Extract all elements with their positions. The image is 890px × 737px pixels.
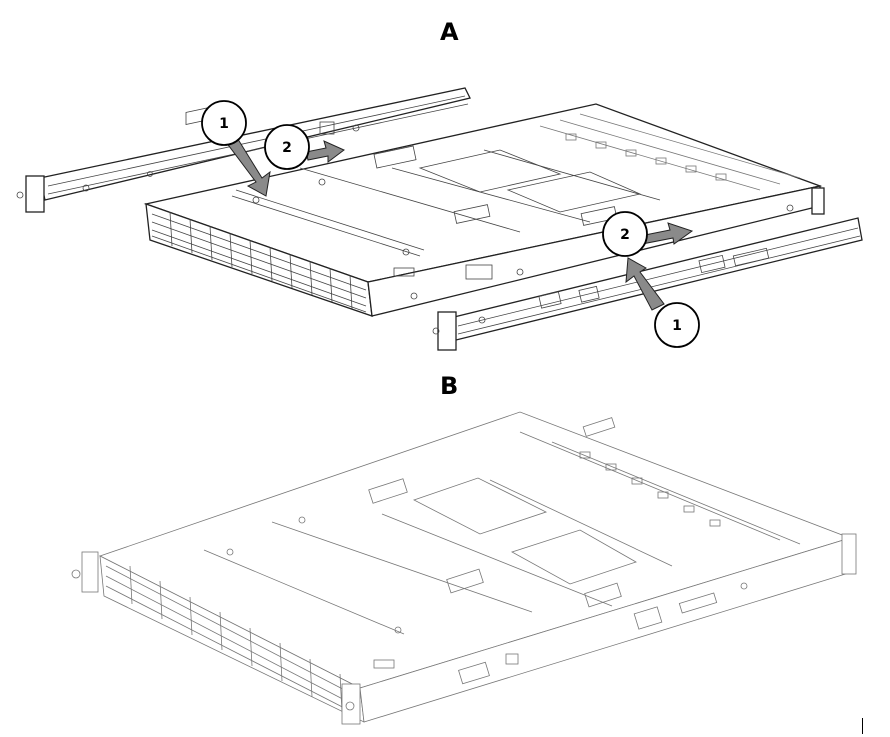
slide-arrow-icon [639, 222, 694, 245]
callout-arrow-left-1 [225, 135, 271, 197]
b-vent-holes [579, 451, 721, 527]
port-grid [151, 211, 367, 313]
switch-chassis [143, 103, 823, 317]
panel-b-illustration [71, 411, 857, 725]
b-port-grid [105, 565, 361, 717]
left-rack-rail [16, 87, 471, 213]
callout-circle-right-1: 1 [654, 302, 700, 348]
svg-text:1: 1 [219, 116, 229, 132]
callout-circle-left-1: 1 [201, 100, 247, 146]
panel-a-label: A [440, 18, 459, 46]
svg-text:1: 1 [672, 318, 682, 334]
svg-text:2: 2 [282, 140, 292, 156]
callout-circle-right-2: 2 [602, 211, 648, 257]
callout-circle-left-2: 2 [264, 124, 310, 170]
push-arrow-icon [625, 257, 665, 311]
callout-arrow-right-1 [625, 257, 665, 311]
svg-text:2: 2 [620, 227, 630, 243]
push-arrow-icon [225, 135, 271, 197]
callout-arrow-right-2 [639, 222, 694, 245]
margin-mark [862, 718, 863, 734]
callout-arrow-left-2 [305, 140, 345, 163]
right-rack-rail [410, 187, 863, 351]
panel-a-illustration: 1 2 2 1 [16, 87, 863, 351]
panel-b-label: B [440, 372, 459, 400]
rear-vent-area [539, 113, 801, 191]
slide-arrow-icon [305, 140, 345, 163]
